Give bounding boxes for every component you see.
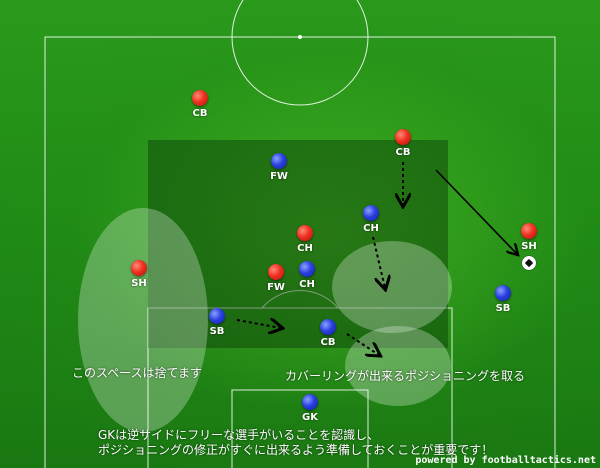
penalty-arc bbox=[261, 290, 339, 309]
pass-arrow bbox=[435, 169, 517, 254]
player-red-sh-left bbox=[131, 260, 147, 276]
annotation-space: このスペースは捨てます bbox=[72, 366, 202, 380]
player-blue-ch-right bbox=[363, 205, 379, 221]
player-label: CB bbox=[395, 147, 411, 158]
goal-area bbox=[231, 389, 369, 468]
player-label: CB bbox=[320, 337, 336, 348]
player-label: SB bbox=[495, 303, 511, 314]
player-red-cb-right bbox=[395, 129, 411, 145]
penalty-box bbox=[147, 307, 453, 468]
annotation-cover: カバーリングが出来るポジショニングを取る bbox=[285, 369, 526, 383]
player-red-cb-left bbox=[192, 90, 208, 106]
player-label: CH bbox=[297, 243, 313, 254]
player-label: GK bbox=[302, 412, 318, 423]
player-red-ch bbox=[297, 225, 313, 241]
center-spot bbox=[298, 35, 302, 39]
player-blue-ch-left bbox=[299, 261, 315, 277]
player-label: CB bbox=[192, 108, 208, 119]
compact-zone bbox=[148, 140, 448, 348]
player-label: FW bbox=[267, 282, 285, 293]
player-label: FW bbox=[270, 171, 288, 182]
annotation-note-line2: ポジショニングの修正がすぐに出来るよう準備しておくことが重要です！ bbox=[98, 443, 494, 457]
player-label: CH bbox=[363, 223, 379, 234]
sb-shift-arrow bbox=[236, 320, 281, 328]
player-label: SB bbox=[209, 326, 225, 337]
player-red-sh-right bbox=[521, 223, 537, 239]
center-circle bbox=[231, 0, 369, 106]
player-blue-gk bbox=[302, 394, 318, 410]
credit-text: powered by footballtactics.net bbox=[415, 455, 596, 466]
player-blue-fw bbox=[271, 153, 287, 169]
annotation-note-line1: GKは逆サイドにフリーな選手がいることを認識し、 bbox=[98, 428, 380, 442]
ch-cover-arrow bbox=[372, 236, 385, 288]
player-label: SH bbox=[521, 241, 537, 252]
cb-cover-arrow bbox=[346, 333, 379, 355]
ball-icon bbox=[522, 256, 536, 270]
cover-zone-ellipse-upper bbox=[332, 241, 452, 333]
player-blue-sb-right bbox=[495, 285, 511, 301]
player-red-fw bbox=[268, 264, 284, 280]
player-blue-sb-left bbox=[209, 308, 225, 324]
cover-zone-ellipse-lower bbox=[345, 326, 451, 406]
player-blue-cb bbox=[320, 319, 336, 335]
player-label: CH bbox=[299, 279, 315, 290]
abandoned-space-ellipse bbox=[78, 208, 208, 432]
player-label: SH bbox=[131, 278, 147, 289]
